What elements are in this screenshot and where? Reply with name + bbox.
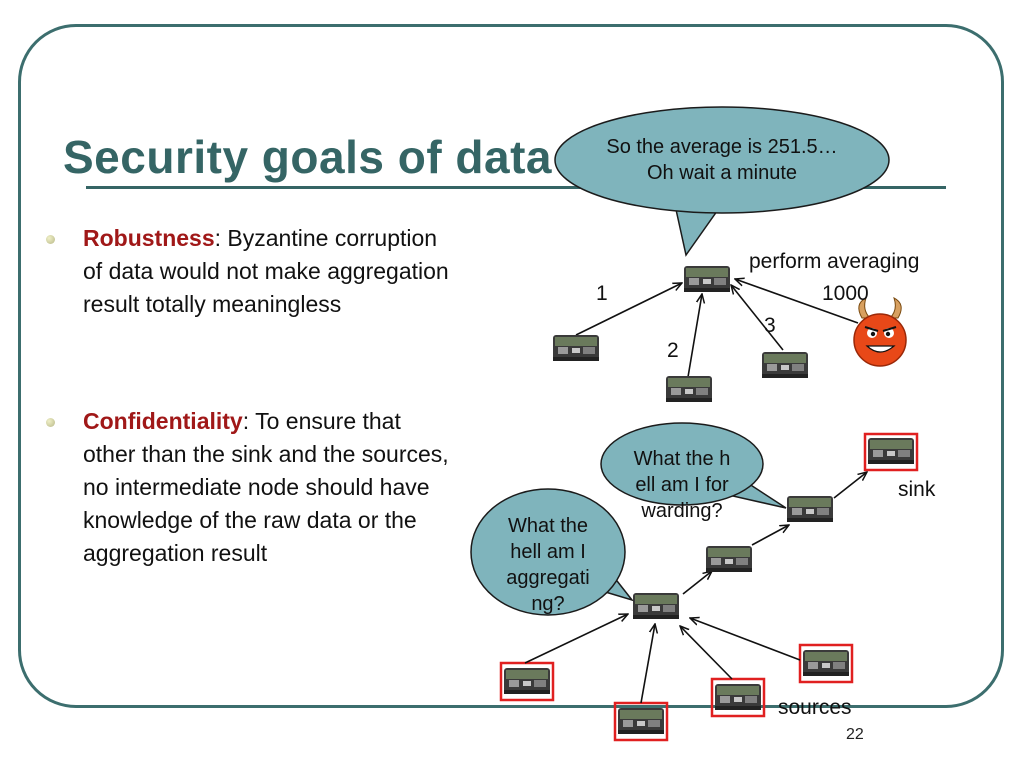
speech-bubble-average bbox=[554, 106, 890, 214]
bullet-keyword: Confidentiality bbox=[83, 408, 243, 434]
bullet-robustness: Robustness: Byzantine corruption of data… bbox=[83, 222, 458, 321]
source-node bbox=[504, 668, 550, 694]
source-node bbox=[618, 708, 664, 734]
speech-bubble-forwarding bbox=[600, 422, 764, 506]
page-number: 22 bbox=[846, 726, 864, 743]
edge-3 bbox=[731, 285, 784, 351]
edge-label-3: 3 bbox=[764, 314, 776, 337]
bullet-text: : Byzantine corruption of data would not… bbox=[83, 225, 449, 317]
edge-source-d bbox=[690, 618, 801, 661]
edge-label-2: 2 bbox=[667, 339, 679, 362]
source-highlight bbox=[499, 661, 555, 702]
relay-node-2 bbox=[787, 496, 833, 522]
bullet-text: : To ensure that other than the sink and… bbox=[83, 408, 449, 566]
malicious-value-label: 1000 bbox=[822, 282, 869, 305]
bubble-average-text: So the average is 251.5… Oh wait a minut… bbox=[606, 136, 838, 184]
bullet-marker bbox=[46, 418, 62, 434]
aggregator-node-bottom bbox=[633, 593, 679, 619]
edge-to-relay1 bbox=[682, 571, 712, 595]
source-highlight bbox=[798, 643, 854, 684]
bubble-aggregating-text: What the hell am I aggregating? bbox=[506, 515, 590, 615]
title-rule bbox=[86, 186, 946, 189]
aggregator-node bbox=[684, 266, 730, 292]
sensor-node-2 bbox=[666, 376, 712, 402]
edge-to-relay2 bbox=[751, 525, 789, 546]
speech-bubble-aggregating bbox=[470, 488, 626, 616]
sink-highlight bbox=[863, 432, 919, 472]
source-node bbox=[715, 684, 761, 710]
bubble-forwarding-text: What the hell am I forwarding? bbox=[633, 448, 731, 522]
edge-1 bbox=[575, 283, 682, 336]
edge-label-1: 1 bbox=[596, 282, 608, 305]
edge-source-c bbox=[680, 626, 733, 680]
edge-malicious bbox=[735, 279, 859, 324]
sink-node bbox=[868, 438, 914, 464]
bullet-keyword: Robustness bbox=[83, 225, 215, 251]
edge-source-b bbox=[640, 624, 655, 704]
bullet-marker bbox=[46, 235, 62, 251]
relay-node-1 bbox=[706, 546, 752, 572]
edge-2 bbox=[687, 294, 702, 378]
sources-label: sources bbox=[778, 696, 852, 719]
sink-label: sink bbox=[898, 478, 936, 501]
source-node bbox=[803, 650, 849, 676]
edge-to-sink bbox=[833, 472, 867, 499]
sensor-node-1 bbox=[553, 335, 599, 361]
sensor-node-3 bbox=[762, 352, 808, 378]
source-highlight bbox=[710, 677, 766, 718]
bullet-confidentiality: Confidentiality: To ensure that other th… bbox=[83, 405, 458, 570]
edge-source-a bbox=[524, 614, 628, 664]
devil-icon bbox=[853, 297, 907, 367]
action-label: perform averaging bbox=[749, 250, 920, 273]
